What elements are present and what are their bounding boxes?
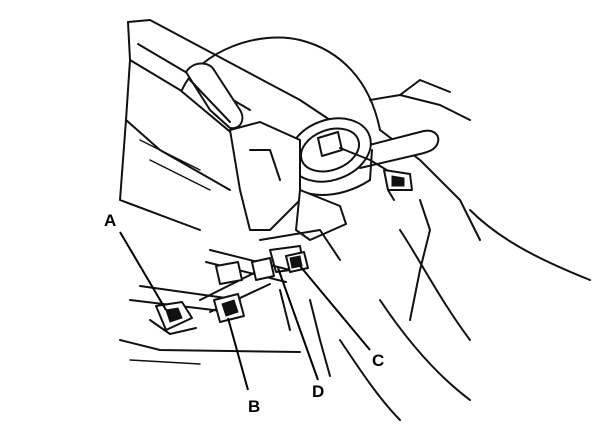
leader-lines xyxy=(119,231,371,391)
leader-d xyxy=(277,267,319,381)
connector-b xyxy=(213,293,245,323)
callout-a: A xyxy=(104,211,116,230)
callout-d: D xyxy=(312,382,324,401)
connector-c xyxy=(285,251,309,273)
callout-b: B xyxy=(248,397,260,416)
connector-a xyxy=(149,301,197,335)
connector-right xyxy=(383,169,413,201)
steering-hood xyxy=(181,36,591,421)
leader-b xyxy=(227,317,249,391)
dash-lower xyxy=(119,289,331,377)
leader-a xyxy=(119,231,167,311)
harness-connector-upper xyxy=(215,257,275,285)
callout-c: C xyxy=(372,351,384,370)
leader-c xyxy=(299,265,371,351)
